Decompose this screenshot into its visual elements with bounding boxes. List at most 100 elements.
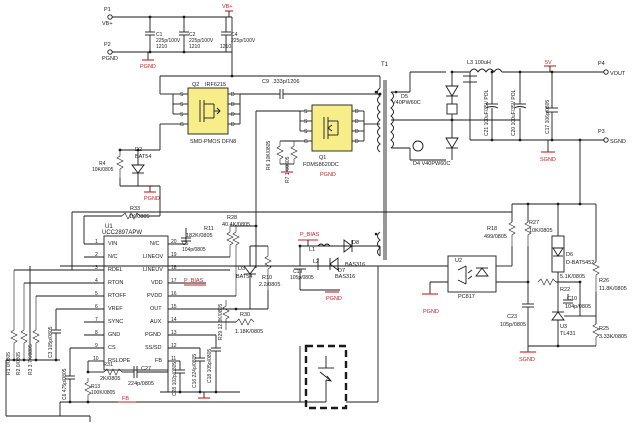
d4-label: D4 V40PW60C [413,161,450,167]
p1-net: VB+ [102,21,113,27]
d5-part: V40PW60C [392,100,421,106]
r10-value: 2.2/0805 [259,282,280,288]
svg-text:SYNC: SYNC [108,319,123,325]
svg-text:PGND: PGND [145,332,161,338]
r28-value: 40.4K/0805 [222,222,250,228]
resistor-r13: R13 100K/0805 [84,378,115,402]
cap-c21: C21 100uF/35V POL [484,72,499,140]
r22-ref: R22 [560,287,570,293]
d7-ref: D7 [338,268,345,274]
svg-text:4: 4 [95,278,98,284]
svg-text:14: 14 [171,317,177,323]
cap-c1: C1 225p/100V 1210 [145,17,181,52]
c23-ref: C23 [507,314,517,320]
svg-text:S: S [180,92,184,98]
svg-text:S: S [304,109,308,115]
resistor-r26: R26 11.8K/0805 [592,204,627,292]
u2-part: PC817 [458,294,475,300]
svg-text:S: S [304,119,308,125]
u1-left-pins: 1 VIN 2 N/C 3 RDEL 4 RTON 5 RTOFF 6 VREF… [93,239,131,364]
svg-text:15: 15 [171,304,177,310]
svg-text:GND: GND [108,332,120,338]
diode-d3: D3 BAT54 [236,246,257,309]
svg-text:FB: FB [155,358,162,364]
svg-text:1: 1 [95,239,98,245]
r6-label: R6 10K/0805 [266,141,272,170]
r18-value: 499/0805 [484,234,507,240]
r7-label: R7 1K/0805 [285,156,291,183]
c23-value: 105p/0805 [500,322,526,328]
fb-net-label: FB [122,396,129,402]
u2-ref: U2 [455,258,462,264]
resistor-r7: R7 1K/0805 [285,141,298,183]
svg-text:SS/SD: SS/SD [145,345,162,351]
d3-part: BAT54 [236,274,252,280]
svg-text:VDD: VDD [151,280,163,286]
svg-text:G: G [180,122,184,128]
cap-c17: C17 106p/0805 [545,72,558,140]
svg-text:LINEOV: LINEOV [143,254,164,260]
u3-ref: U3 [560,324,567,330]
svg-text:RDEL: RDEL [108,267,123,273]
svg-text:D: D [231,122,235,128]
r33-ref: R33 [130,206,140,212]
svg-text:AUX: AUX [150,319,162,325]
pgnd-label-pc817: PGND [423,309,439,315]
cap-c27: C27 224p/0805 [128,361,169,392]
sgnd-label-out: SGND [540,157,556,163]
pgnd-label-q1: PGND [320,172,336,178]
svg-text:D: D [355,119,359,125]
r26-ref: R26 [599,278,609,284]
p2-net: PGND [102,56,118,62]
cap-c2: C2 225p/100V 1210 [179,17,214,52]
svg-text:D: D [355,129,359,135]
cap-c10: C10 104p/0805 [556,281,591,310]
svg-text:OUT: OUT [150,306,162,312]
svg-text:RTOFF: RTOFF [108,293,127,299]
d3-ref: D3 [238,266,245,272]
l1-ref: L1 [309,247,315,253]
c5-value: 104p/0805 [182,247,206,253]
t1-ref: T1 [381,62,389,68]
c10-value: 104p/0805 [565,304,591,310]
bias-section: P_BIAS L1 D8 BAS316 C19 105p/0805 L2 D7 … [290,232,381,302]
r22-value: 5.1K/0805 [560,274,585,280]
c4-ref: C4 [231,32,238,38]
d2-part: BAT54 [135,154,151,160]
r31-ref: R31 [103,362,113,368]
svg-text:VREF: VREF [108,306,123,312]
secondary-side: D5 V40PW60C D4 V40PW60C L3 100uH C21 100… [391,60,626,167]
svg-text:LINEUV: LINEUV [143,267,163,273]
optocoupler-u2: U2 PC817 [447,255,497,300]
connector-p1: P1 VB+ [102,7,113,27]
q1-ref: Q1 [319,155,326,161]
svg-text:8: 8 [95,330,98,336]
d6-part: D-BAT5452 [566,260,594,266]
resistor-r11: R11 182K/0805 [186,226,234,257]
inductor-l3: L3 100uH [467,60,503,73]
transformer-t1: T1 [374,62,398,260]
r13-ref: R13 [91,384,100,390]
mosfet-q2: Q2 IRF6215 SMD-PMOS DFN8 S S S G D D D D [172,82,241,145]
svg-text:D: D [355,139,359,145]
cap-c9: C9 .333p/1206 [240,79,380,99]
svg-text:16: 16 [171,291,177,297]
r11-value: 182K/0805 [186,233,213,239]
resistor-r6: R6 10K/0805 [266,140,300,170]
c18-label: C18 105p/0805 [207,349,213,383]
svg-text:N/C: N/C [108,254,118,260]
c1-ref: C1 [156,32,163,38]
svg-text:17: 17 [171,278,177,284]
svg-text:D: D [231,92,235,98]
shunt-regulator-u3: U3 TL431 [551,272,580,346]
r3-label: R3 3.7K/0805 [28,344,34,375]
p4-net: VOUT [610,71,626,77]
c3-label: C3 105p/0805 [48,326,54,358]
svg-text:20: 20 [171,239,177,245]
cap-c28: C28 102p/0805 [172,361,185,396]
left-bank: R1 0/0805 R2 0/0805 R3 3.7K/0805 C3 105p… [5,270,90,417]
resistor-r10: R10 2.2/0805 [236,245,280,310]
u1-right-pins: N/C 20 LINEOV 19 LINEUV 18 VDD 17 PVDD 1… [143,239,177,364]
svg-text:10: 10 [93,356,99,362]
